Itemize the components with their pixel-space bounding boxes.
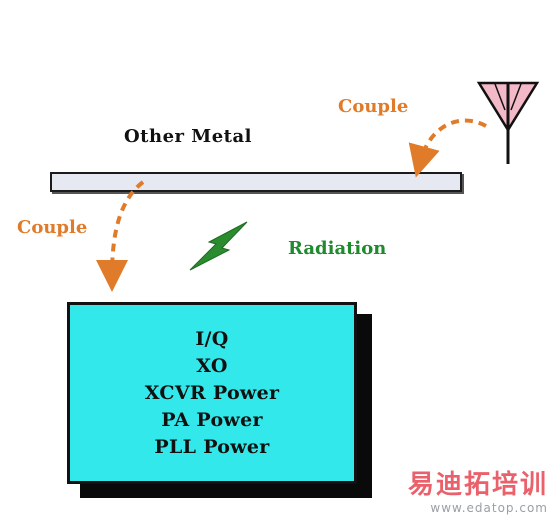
couple-label-left: Couple (17, 217, 88, 238)
watermark-cn-text: 易迪拓培训 (407, 470, 548, 500)
couple-arrow-left (96, 180, 145, 292)
radiation-label: Radiation (288, 238, 387, 259)
lightning-bolt-icon (189, 221, 248, 271)
other-metal-plate (50, 172, 462, 192)
antenna-icon (476, 81, 540, 164)
chip-line-xo: XO (196, 354, 228, 377)
couple-arrow-right (408, 118, 487, 178)
couple-label-right: Couple (338, 96, 409, 117)
chip-line-xcvr-power: XCVR Power (144, 381, 280, 404)
other-metal-label: Other Metal (124, 126, 252, 147)
chip-line-iq: I/Q (195, 327, 229, 350)
watermark: 易迪拓培训 www.edatop.com (408, 464, 548, 515)
watermark-url-text: www.edatop.com (430, 501, 548, 515)
chip-line-pll-power: PLL Power (154, 435, 270, 458)
chip-box: I/Q XO XCVR Power PA Power PLL Power (67, 302, 357, 484)
chip-line-pa-power: PA Power (161, 408, 263, 431)
